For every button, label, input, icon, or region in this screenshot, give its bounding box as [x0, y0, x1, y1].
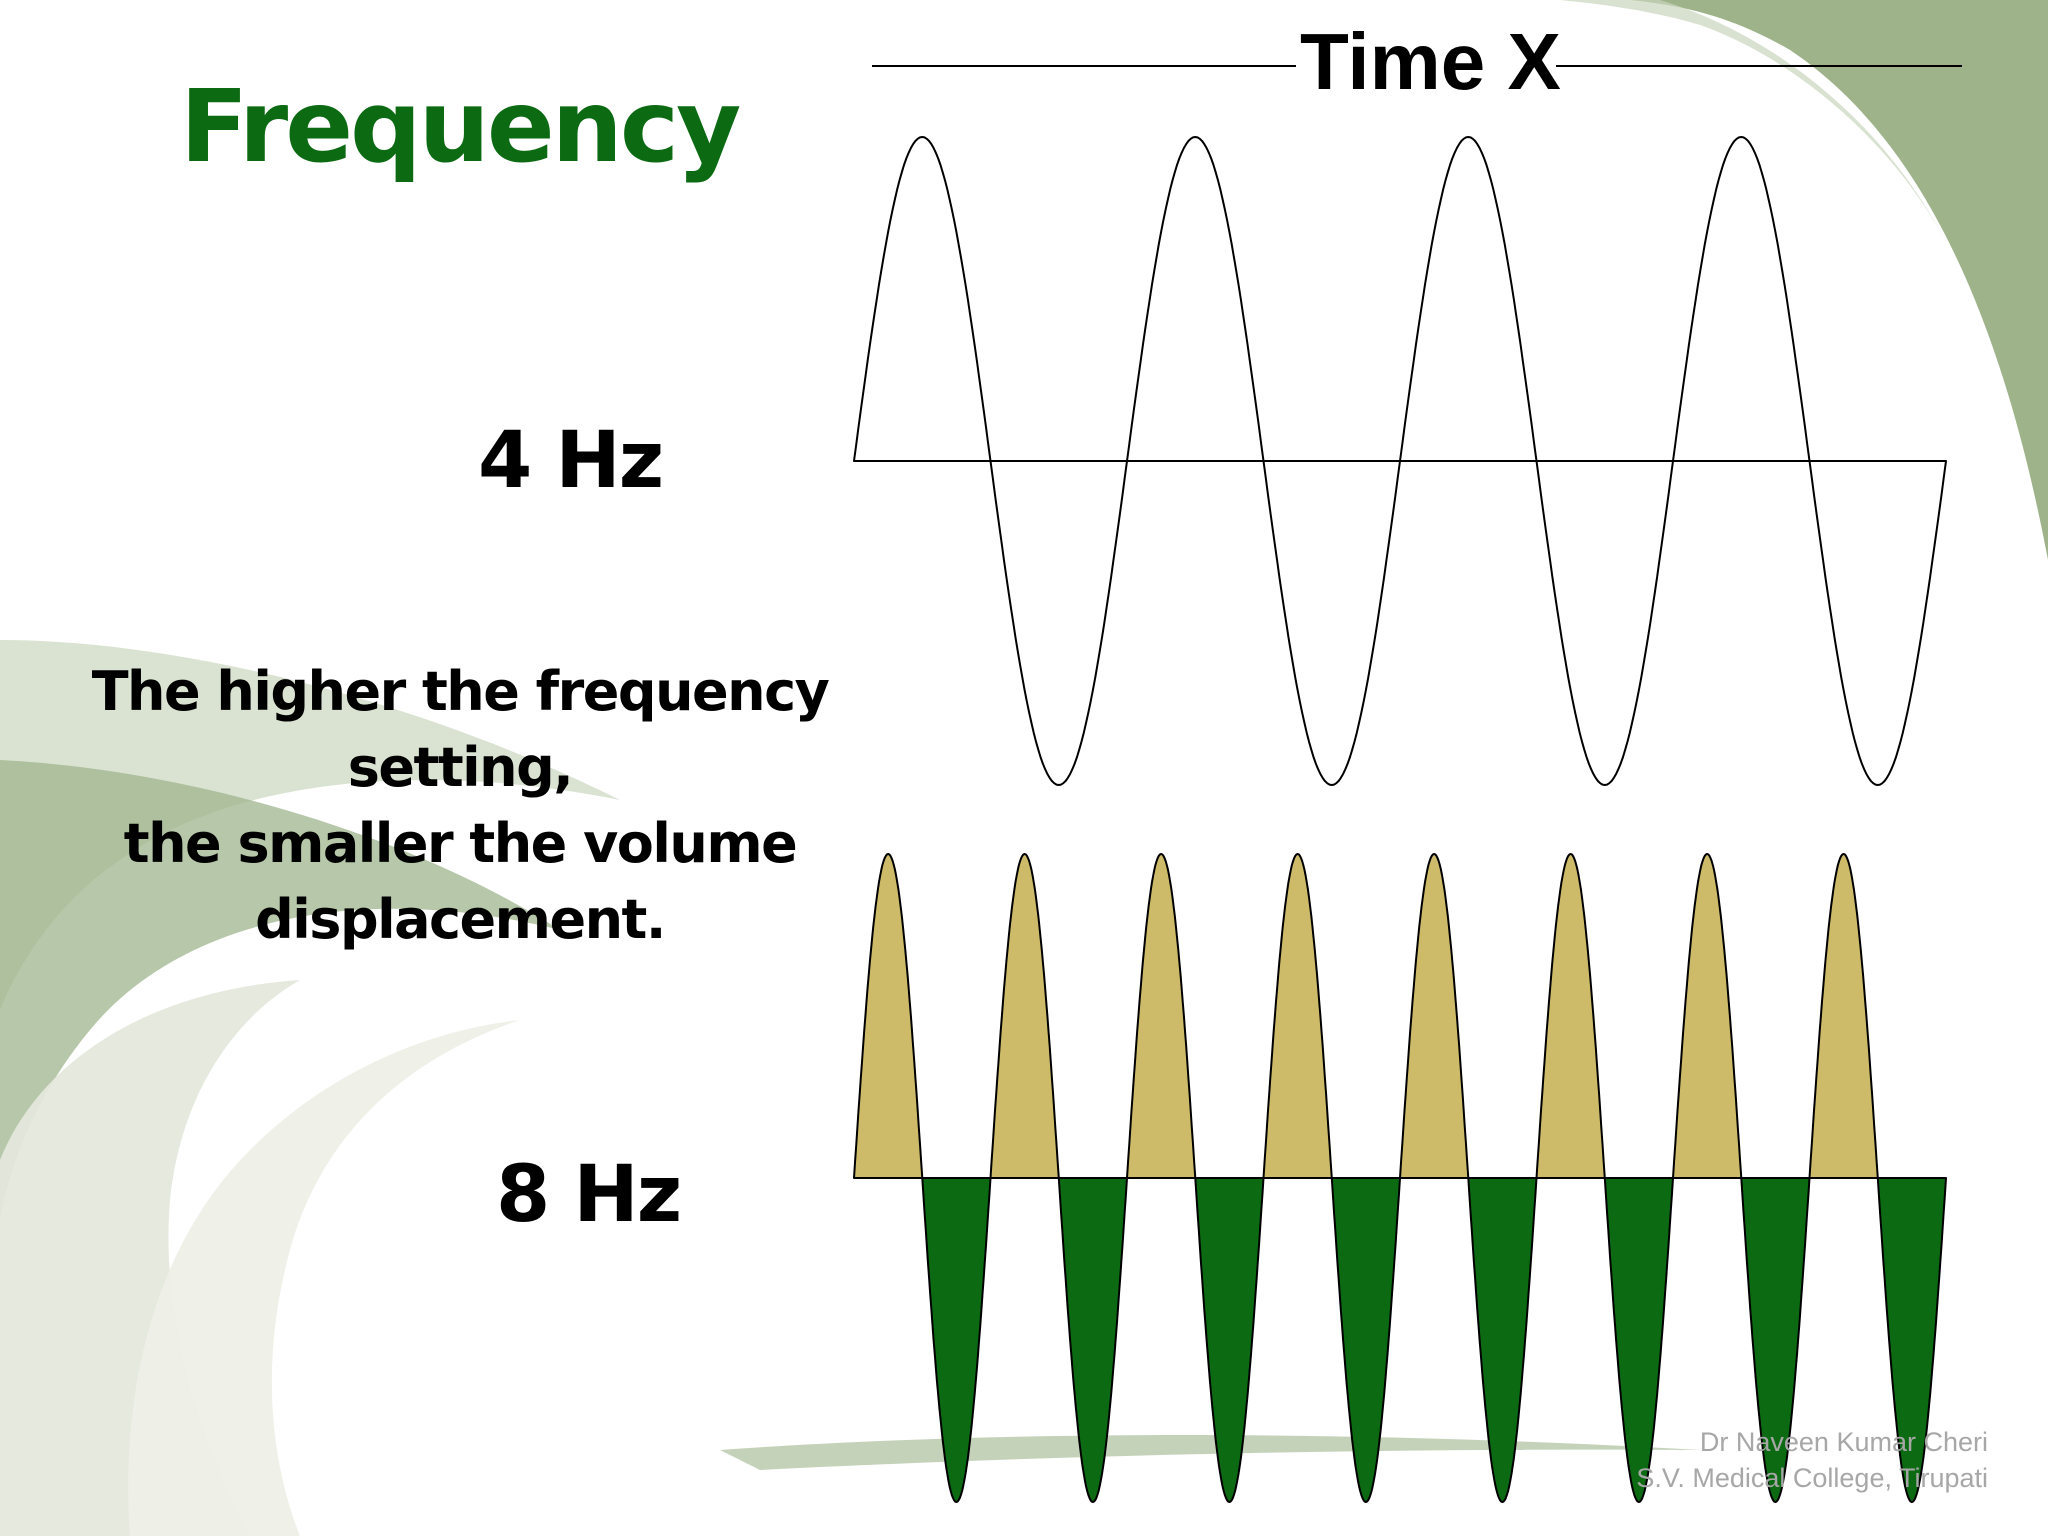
wave-positive-half	[989, 853, 1060, 1179]
wave-negative-half	[921, 1177, 992, 1503]
wave-positive-half	[1535, 853, 1606, 1179]
left-swoosh-back	[0, 640, 620, 1010]
wave-positive-half	[853, 136, 992, 462]
credit-name: Dr Naveen Kumar Cheri	[1699, 1427, 1988, 1457]
time-axis-label: Time X	[1300, 17, 1561, 106]
wave-positive-half	[853, 853, 924, 1179]
wave-positive-half	[1399, 853, 1470, 1179]
left-swoosh-mid	[0, 760, 560, 1220]
credit-institution: S.V. Medical College, Tirupati	[1636, 1463, 1988, 1493]
wave-negative-half	[989, 460, 1128, 786]
wave-negative-half	[1194, 1177, 1265, 1503]
statement-line: The higher the frequency setting,	[91, 660, 830, 799]
wave-negative-half	[1467, 1177, 1538, 1503]
wave-negative-half	[1262, 460, 1401, 786]
wave-positive-half	[1808, 853, 1879, 1179]
wave-positive-half	[1399, 136, 1538, 462]
frequency-label-8hz: 8 Hz	[496, 1150, 682, 1240]
statement-line: the smaller the volume	[123, 812, 798, 875]
wave-8hz	[853, 853, 1947, 1503]
wave-negative-half	[1330, 1177, 1401, 1503]
wave-negative-half	[1057, 1177, 1128, 1503]
wave-positive-half	[1672, 853, 1743, 1179]
frequency-label-4hz: 4 Hz	[478, 416, 664, 506]
wave-positive-half	[1672, 136, 1811, 462]
left-swoosh-front	[0, 980, 300, 1536]
top-right-swoosh	[1630, 0, 2048, 560]
author-credit: Dr Naveen Kumar Cheri S.V. Medical Colle…	[1636, 1424, 1988, 1496]
wave-positive-half	[1126, 136, 1265, 462]
slide-title: Frequency	[180, 68, 741, 185]
wave-4hz	[853, 136, 1947, 786]
wave-negative-half	[1808, 460, 1947, 786]
wave-positive-half	[1126, 853, 1197, 1179]
wave-negative-half	[1740, 1177, 1811, 1503]
left-swoosh-inner	[128, 1020, 521, 1536]
frequency-statement: The higher the frequency setting, the sm…	[0, 654, 920, 958]
wave-negative-half	[1535, 460, 1674, 786]
wave-positive-half	[1262, 853, 1333, 1179]
wave-negative-half	[1603, 1177, 1674, 1503]
wave-negative-half	[1876, 1177, 1947, 1503]
statement-line: displacement.	[255, 888, 666, 951]
